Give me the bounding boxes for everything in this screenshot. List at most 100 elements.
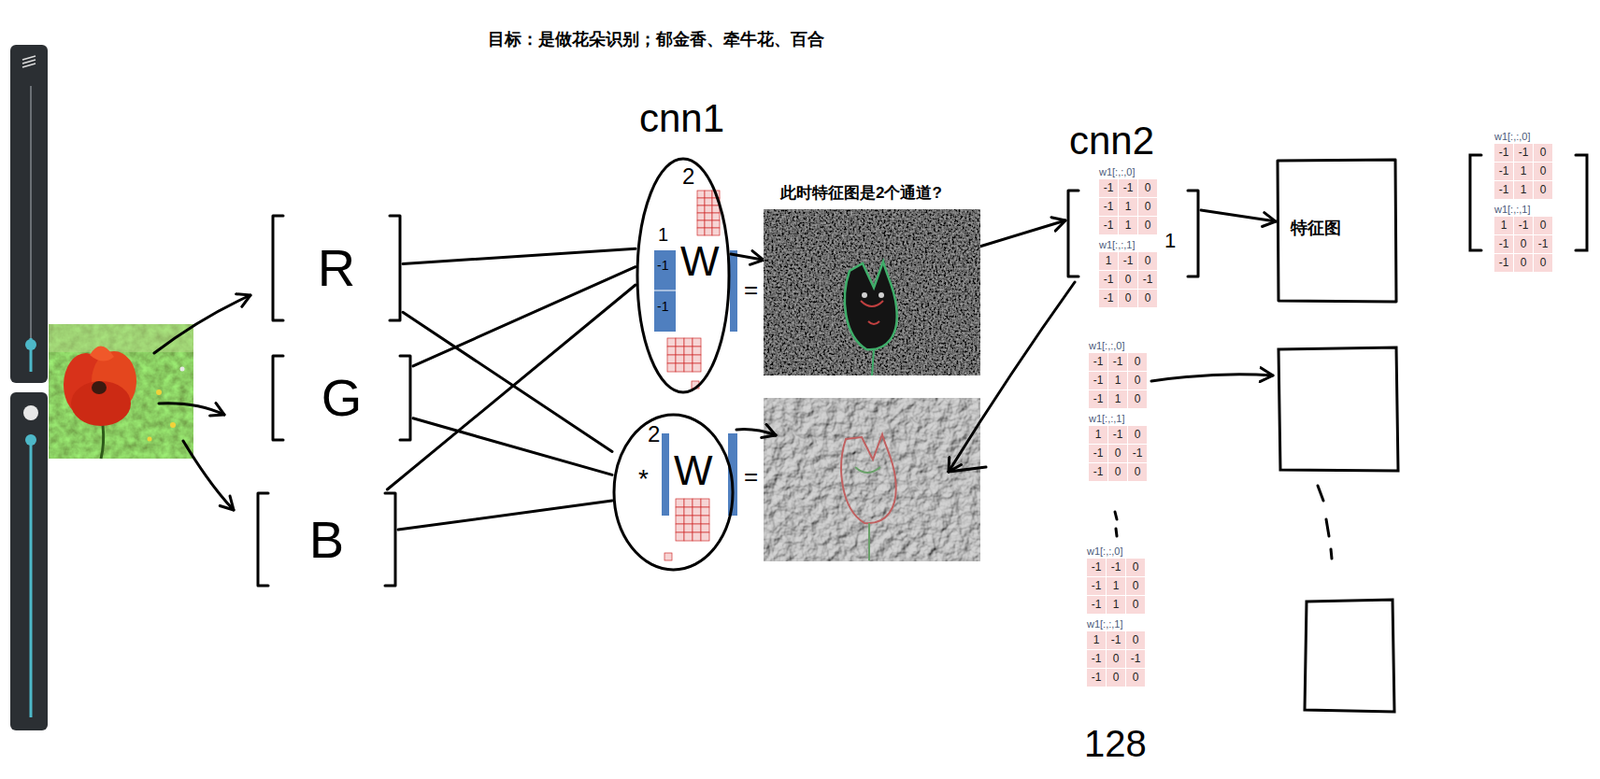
weight-value: -1 <box>657 300 669 315</box>
matrix-header: w1[:,:,0] <box>1494 130 1531 143</box>
matrix-cell: -1 <box>1108 353 1128 372</box>
connector <box>730 254 764 260</box>
kernel-cell <box>675 515 685 525</box>
photo-grass <box>48 324 194 459</box>
flower-outline <box>841 434 897 524</box>
box-outline <box>1277 159 1397 302</box>
connector <box>413 418 613 476</box>
filter-oval: cnn121W <box>635 97 731 395</box>
matrix-cell: -1 <box>1088 444 1108 463</box>
connector <box>980 220 1066 247</box>
matrix-cell: -1 <box>1088 463 1108 482</box>
image-ground <box>763 209 981 376</box>
kernel-cell <box>712 220 720 229</box>
kernel-cell <box>697 213 705 221</box>
bracket <box>400 356 411 441</box>
flower-detail <box>860 300 884 325</box>
flower-photo <box>48 324 194 459</box>
matrix-cell: 1 <box>1086 631 1106 650</box>
node-text: W <box>680 239 720 285</box>
filter-outline <box>614 414 733 571</box>
matrix-cell: 1 <box>1494 216 1514 235</box>
kernel-cell <box>667 363 676 372</box>
kernel-cell <box>697 198 705 206</box>
channel-bracket: B <box>255 489 399 590</box>
kernel-cell <box>700 515 710 525</box>
matrix-cell: 0 <box>1533 216 1553 235</box>
matrix-cell: -1 <box>1088 390 1108 409</box>
matrix-cell: 0 <box>1126 596 1145 615</box>
matrix-cell: 0 <box>1126 631 1145 650</box>
matrix-cell: -1 <box>1126 650 1145 669</box>
kernel-cell <box>704 190 713 199</box>
panel-icon <box>22 56 36 68</box>
equals-sign: = <box>743 276 758 304</box>
matrix-cell: -1 <box>1099 179 1118 198</box>
matrix-cell: -1 <box>1118 179 1138 198</box>
matrix-cell: 1 <box>1514 162 1533 181</box>
feature-box <box>1278 347 1399 472</box>
node-text: 2 <box>647 422 660 447</box>
matrix-cell: 1 <box>1108 371 1128 390</box>
bracket <box>1575 155 1587 251</box>
matrix-cell: 0 <box>1108 463 1128 482</box>
matrix-cell: -1 <box>1086 596 1106 615</box>
node-text: 2 <box>682 164 695 189</box>
matrix-cell: -1 <box>1108 426 1128 444</box>
kernel-cell <box>704 228 713 236</box>
image-ground <box>763 398 981 562</box>
kernel-cell <box>675 355 685 364</box>
matrix-cell: 0 <box>1533 254 1553 272</box>
kernel-cell <box>692 499 701 508</box>
connector <box>386 285 636 490</box>
kernel-cell <box>664 553 672 561</box>
matrix-cell: 1 <box>1118 198 1138 216</box>
matrix-cell: -1 <box>1514 143 1533 162</box>
flower-petal <box>71 381 131 427</box>
bracket <box>1470 155 1482 251</box>
matrix-cell: 0 <box>1533 143 1553 162</box>
kernel-cell <box>684 355 693 364</box>
matrix-cell: 1 <box>1108 390 1128 409</box>
matrix-cell: 1 <box>1514 181 1533 200</box>
matrix-cell: 0 <box>1514 235 1533 254</box>
filter-outline <box>637 158 729 393</box>
kernel-cell <box>697 220 705 229</box>
matrix-cell: -1 <box>1138 271 1158 289</box>
ellipsis-dots <box>1114 512 1117 537</box>
arrow <box>158 403 225 415</box>
kernel-cell <box>704 198 713 206</box>
matrix-cell: 1 <box>1088 426 1108 444</box>
input-matrix <box>661 433 670 516</box>
kernel-cell <box>712 205 720 214</box>
node-text: W <box>673 448 714 494</box>
flower-petal <box>89 345 115 361</box>
split-arrows <box>154 295 251 511</box>
kernel-cell <box>684 499 693 508</box>
matrix-cell: -1 <box>1118 252 1138 271</box>
kernel-cell <box>675 338 685 347</box>
flower-stem <box>871 349 874 376</box>
matrix-header: w1[:,:,0] <box>1086 545 1124 558</box>
node-text: cnn2 <box>1069 119 1155 163</box>
matrix-header: w1[:,:,0] <box>1099 166 1136 179</box>
slider-knob <box>25 339 37 351</box>
matrix-cell: -1 <box>1086 669 1106 687</box>
kernel-cell <box>692 346 701 356</box>
matrix-cell: 0 <box>1126 669 1145 687</box>
photo-dot <box>180 367 186 372</box>
slider-panel <box>10 44 48 731</box>
matrix-cell: -1 <box>1099 271 1118 289</box>
kernel-cell <box>675 524 685 533</box>
kernel-cell <box>667 355 676 364</box>
image-texture <box>763 398 981 562</box>
matrix-header: w1[:,:,0] <box>1088 340 1126 353</box>
panel <box>10 392 48 731</box>
matrix-cell: 1 <box>1106 596 1126 615</box>
matrix-cell: 0 <box>1118 289 1138 308</box>
kernel-cell <box>684 507 693 516</box>
kernel-cell <box>692 515 701 525</box>
flower-stem <box>100 425 104 459</box>
matrix-cell: -1 <box>1128 444 1147 463</box>
